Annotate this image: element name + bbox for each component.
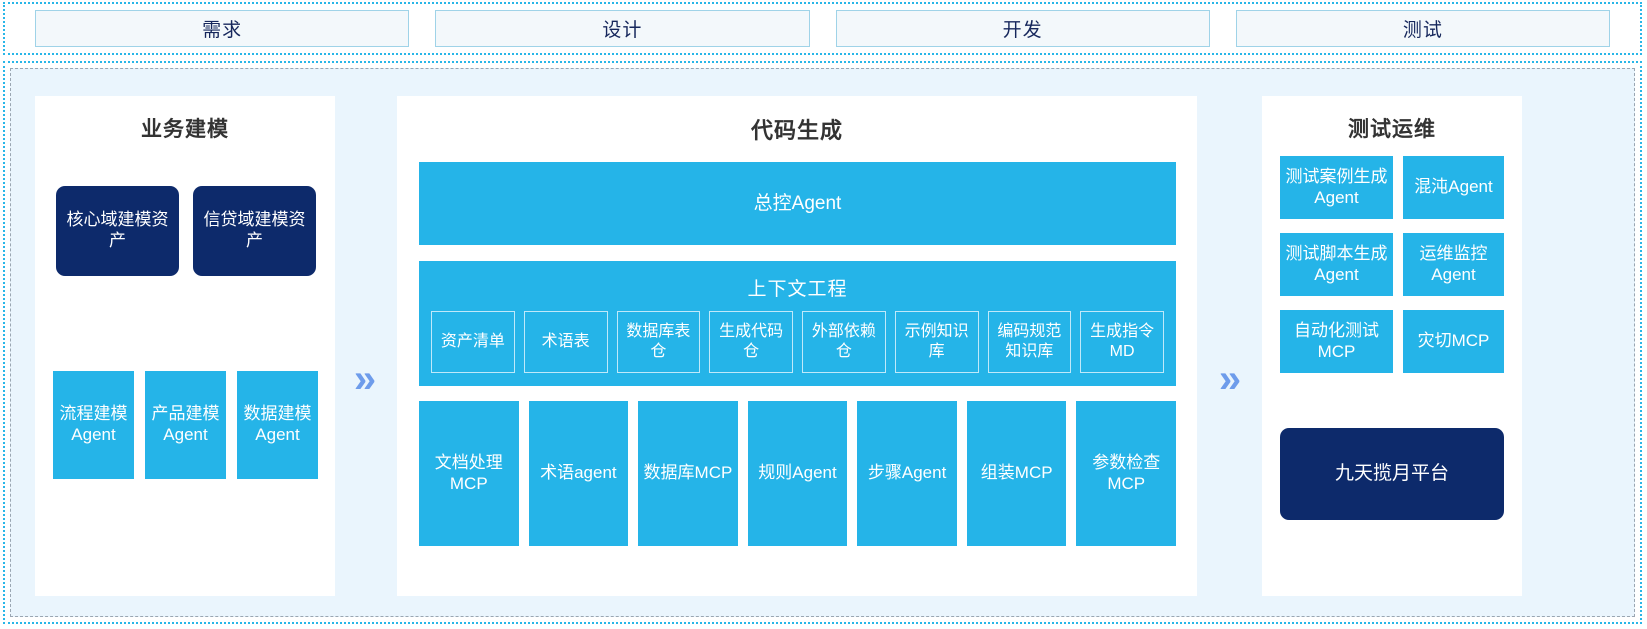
tool-parameter-check-mcp[interactable]: 参数检查MCP bbox=[1076, 401, 1177, 546]
agent-data-modeling[interactable]: 数据建模Agent bbox=[237, 371, 318, 479]
agent-product-modeling[interactable]: 产品建模Agent bbox=[145, 371, 226, 479]
ctx-item-asset-list[interactable]: 资产清单 bbox=[431, 311, 515, 373]
phase-box-testing[interactable]: 测试 bbox=[1235, 10, 1610, 47]
context-engineering-items: 资产清单 术语表 数据库表仓 生成代码仓 外部依赖仓 示例知识库 编码规范知识库… bbox=[431, 311, 1164, 373]
tool-assembly-mcp[interactable]: 组装MCP bbox=[966, 401, 1067, 546]
tool-disaster-switch-mcp[interactable]: 灾切MCP bbox=[1403, 310, 1504, 373]
ctx-item-example-knowledge-base[interactable]: 示例知识库 bbox=[894, 311, 979, 373]
ctx-item-external-dependency-repo[interactable]: 外部依赖仓 bbox=[802, 311, 886, 373]
business-agent-row: 流程建模Agent 产品建模Agent 数据建模Agent bbox=[53, 371, 319, 479]
panel-title-code-generation: 代码生成 bbox=[750, 118, 843, 143]
phase-box-development[interactable]: 开发 bbox=[835, 10, 1210, 47]
tool-automated-test-mcp[interactable]: 自动化测试MCP bbox=[1280, 310, 1393, 373]
panel-test-ops: 测试运维 测试案例生成Agent 混沌Agent 测试脚本生成Agent 运维监… bbox=[1262, 96, 1522, 596]
agent-test-script-generation[interactable]: 测试脚本生成Agent bbox=[1280, 233, 1393, 296]
ctx-item-coding-standard-knowledge-base[interactable]: 编码规范知识库 bbox=[987, 311, 1072, 373]
panel-title-test-ops: 测试运维 bbox=[1348, 118, 1436, 141]
code-generation-tool-row: 文档处理MCP 术语agent 数据库MCP 规则Agent 步骤Agent 组… bbox=[419, 401, 1177, 546]
ctx-item-generation-instruction-md[interactable]: 生成指令MD bbox=[1080, 311, 1164, 373]
panel-code-generation: 代码生成 总控Agent 上下文工程 资产清单 术语表 数据库表仓 生成代码仓 … bbox=[397, 96, 1197, 596]
chevron-right-icon-2: » bbox=[1218, 357, 1242, 401]
phase-box-requirements[interactable]: 需求 bbox=[35, 10, 410, 47]
master-control-agent[interactable]: 总控Agent bbox=[419, 162, 1176, 245]
tool-document-processing-mcp[interactable]: 文档处理MCP bbox=[419, 401, 519, 546]
ctx-item-glossary[interactable]: 术语表 bbox=[523, 311, 608, 373]
tool-database-mcp[interactable]: 数据库MCP bbox=[638, 401, 738, 546]
context-engineering-block: 上下文工程 资产清单 术语表 数据库表仓 生成代码仓 外部依赖仓 示例知识库 编… bbox=[419, 261, 1176, 386]
body-inner-canvas: 业务建模 核心域建模资产 信贷域建模资产 流程建模Agent 产品建模Agent… bbox=[10, 68, 1635, 617]
agent-process-modeling[interactable]: 流程建模Agent bbox=[53, 371, 134, 479]
test-ops-grid: 测试案例生成Agent 混沌Agent 测试脚本生成Agent 运维监控Agen… bbox=[1280, 156, 1504, 373]
agent-test-case-generation[interactable]: 测试案例生成Agent bbox=[1280, 156, 1393, 219]
tool-step-agent[interactable]: 步骤Agent bbox=[857, 401, 957, 546]
phase-box-design[interactable]: 设计 bbox=[435, 10, 810, 47]
chevron-right-icon-1: » bbox=[353, 357, 377, 401]
tool-rule-agent[interactable]: 规则Agent bbox=[747, 401, 848, 546]
panel-title-business-modeling: 业务建模 bbox=[141, 118, 229, 141]
asset-credit-domain[interactable]: 信贷域建模资产 bbox=[193, 186, 316, 276]
asset-core-domain[interactable]: 核心域建模资产 bbox=[56, 186, 179, 276]
platform-jiutian-lanyue[interactable]: 九天揽月平台 bbox=[1280, 428, 1504, 520]
agent-chaos[interactable]: 混沌Agent bbox=[1403, 156, 1504, 219]
ctx-item-generated-code-repo[interactable]: 生成代码仓 bbox=[709, 311, 793, 373]
agent-ops-monitoring[interactable]: 运维监控Agent bbox=[1403, 233, 1504, 296]
phase-strip: 需求 设计 开发 测试 bbox=[3, 2, 1642, 55]
body-region: 业务建模 核心域建模资产 信贷域建模资产 流程建模Agent 产品建模Agent… bbox=[3, 61, 1642, 624]
ctx-item-db-table-repo[interactable]: 数据库表仓 bbox=[616, 311, 701, 373]
tool-glossary-agent[interactable]: 术语agent bbox=[528, 401, 629, 546]
business-asset-row: 核心域建模资产 信贷域建模资产 bbox=[56, 186, 316, 276]
context-engineering-title: 上下文工程 bbox=[747, 279, 848, 300]
panel-business-modeling: 业务建模 核心域建模资产 信贷域建模资产 流程建模Agent 产品建模Agent… bbox=[35, 96, 335, 596]
